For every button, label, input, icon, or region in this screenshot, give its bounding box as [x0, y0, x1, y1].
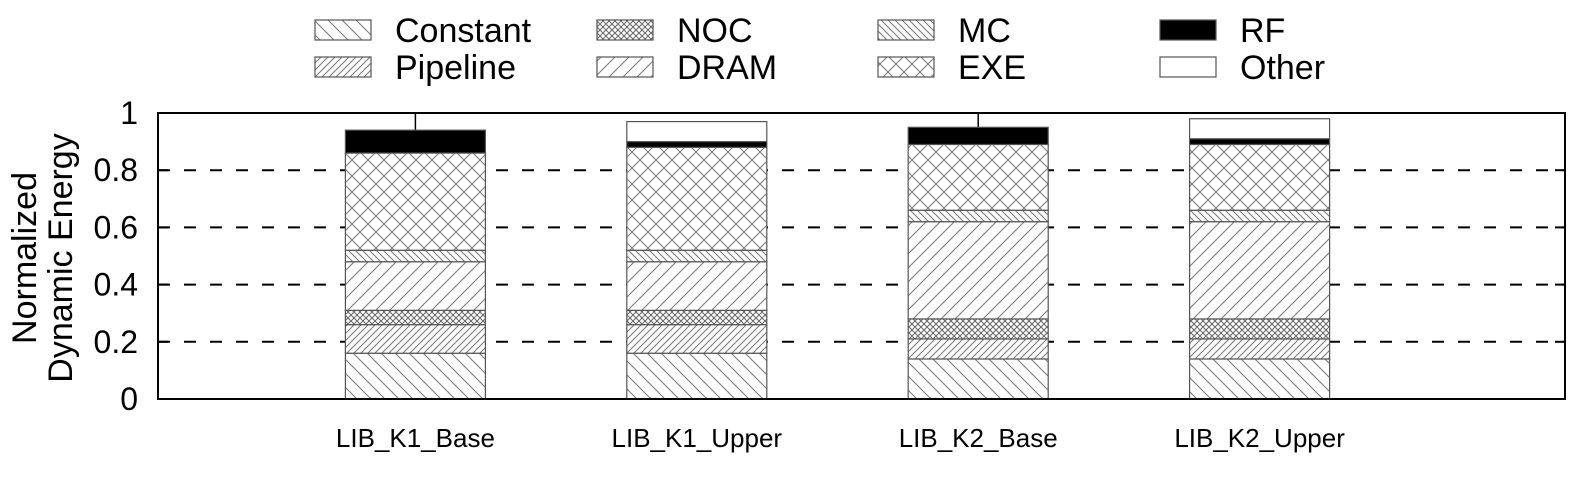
- legend-swatch-mc: [877, 19, 935, 41]
- bar-segment-lib-k2-base-exe: [907, 143, 1049, 211]
- x-tick-label-lib-k2-base: LIB_K2_Base: [899, 423, 1058, 453]
- bar-segment-lib-k2-upper-exe: [1188, 143, 1331, 211]
- legend-label-noc: NOC: [677, 12, 753, 50]
- legend-item-pipeline: Pipeline: [314, 49, 516, 87]
- legend-swatch-other: [1159, 56, 1217, 78]
- legend-item-exe: EXE: [877, 49, 1026, 87]
- bar-segment-lib-k1-base-noc: [344, 309, 486, 326]
- legend-item-other: Other: [1159, 49, 1325, 87]
- bar-segment-lib-k2-upper-mc: [1188, 209, 1331, 223]
- bar-segment-lib-k2-base-rf: [907, 126, 1049, 146]
- bar-segment-lib-k2-base-mc: [907, 209, 1049, 223]
- bar-segment-lib-k1-base-dram: [344, 261, 486, 311]
- legend-label-other: Other: [1240, 49, 1325, 87]
- bar-stack-lib-k2-base: [907, 113, 1049, 400]
- legend-swatch-dram: [596, 56, 654, 78]
- bar-segment-lib-k2-upper-other: [1188, 118, 1331, 140]
- legend-label-mc: MC: [958, 12, 1011, 50]
- bar-stack-lib-k2-upper: [1188, 118, 1331, 400]
- bar-segment-lib-k2-base-dram: [907, 221, 1049, 320]
- bar-segment-lib-k1-base-constant: [344, 352, 486, 400]
- legend-swatch-constant: [314, 19, 372, 41]
- y-tick-label-0: 0: [120, 381, 138, 417]
- legend-swatch-noc: [596, 19, 654, 41]
- x-tick-label-lib-k1-upper: LIB_K1_Upper: [612, 423, 783, 453]
- plot-frame: [157, 112, 1566, 400]
- y-tick-label-0-8: 0.8: [94, 152, 138, 188]
- legend-item-rf: RF: [1159, 12, 1285, 50]
- legend-label-dram: DRAM: [677, 49, 777, 87]
- bar-stack-lib-k1-base: [344, 113, 486, 400]
- x-axis-ticks: LIB_K1_Base LIB_K1_Upper LIB_K2_Base LIB_K2…: [336, 423, 1345, 453]
- bar-segment-lib-k1-upper-pipeline: [626, 324, 768, 354]
- legend-swatch-rf: [1159, 19, 1217, 41]
- y-tick-label-1: 1: [120, 95, 138, 131]
- y-axis-title: Normalized Dynamic Energy: [6, 133, 80, 382]
- bar-segment-lib-k1-upper-constant: [626, 352, 768, 400]
- legend-label-exe: EXE: [958, 49, 1026, 87]
- bar-segment-lib-k1-base-pipeline: [344, 324, 486, 354]
- bar-segment-lib-k1-upper-noc: [626, 309, 768, 326]
- legend-swatch-exe: [877, 56, 935, 78]
- bar-segment-lib-k1-upper-rf: [626, 141, 768, 148]
- bar-segment-lib-k2-base-noc: [907, 318, 1049, 340]
- x-tick-label-lib-k1-base: LIB_K1_Base: [336, 423, 495, 453]
- bar-segment-lib-k1-upper-other: [626, 120, 768, 143]
- bar-segment-lib-k2-base-constant: [907, 358, 1049, 400]
- legend-swatch-pipeline: [314, 56, 372, 78]
- y-tick-label-0-6: 0.6: [94, 209, 138, 245]
- y-axis-ticks: 0 0.2 0.4 0.6 0.8 1: [94, 95, 1565, 417]
- legend-label-rf: RF: [1240, 12, 1285, 50]
- y-axis-title-line-1: Normalized: [6, 172, 44, 344]
- y-axis-title-line-2: Dynamic Energy: [42, 133, 80, 382]
- y-tick-label-0-2: 0.2: [94, 324, 138, 360]
- legend-item-dram: DRAM: [596, 49, 777, 87]
- legend-item-constant: Constant: [314, 12, 532, 50]
- bar-segment-lib-k1-upper-dram: [626, 261, 768, 311]
- bar-segment-lib-k2-upper-noc: [1188, 318, 1331, 340]
- bar-segment-lib-k2-upper-pipeline: [1188, 338, 1331, 360]
- bar-segment-lib-k1-base-rf: [344, 129, 486, 154]
- legend-item-mc: MC: [877, 12, 1011, 50]
- bar-segment-lib-k1-upper-exe: [626, 146, 768, 251]
- legend-label-constant: Constant: [395, 12, 532, 50]
- bar-segment-lib-k1-base-mc: [344, 249, 486, 263]
- y-tick-label-0-4: 0.4: [94, 267, 138, 303]
- bar-segment-lib-k2-base-pipeline: [907, 338, 1049, 360]
- bars: [344, 113, 1331, 400]
- bar-segment-lib-k2-upper-dram: [1188, 221, 1331, 320]
- bar-segment-lib-k2-upper-rf: [1188, 138, 1331, 146]
- bar-segment-lib-k2-upper-constant: [1188, 358, 1331, 400]
- x-tick-label-lib-k2-upper: LIB_K2_Upper: [1174, 423, 1345, 453]
- bar-segment-lib-k1-base-exe: [344, 152, 486, 251]
- legend-label-pipeline: Pipeline: [395, 49, 516, 87]
- bar-stack-lib-k1-upper: [626, 120, 768, 400]
- bar-segment-lib-k1-upper-mc: [626, 249, 768, 263]
- legend-item-noc: NOC: [596, 12, 753, 50]
